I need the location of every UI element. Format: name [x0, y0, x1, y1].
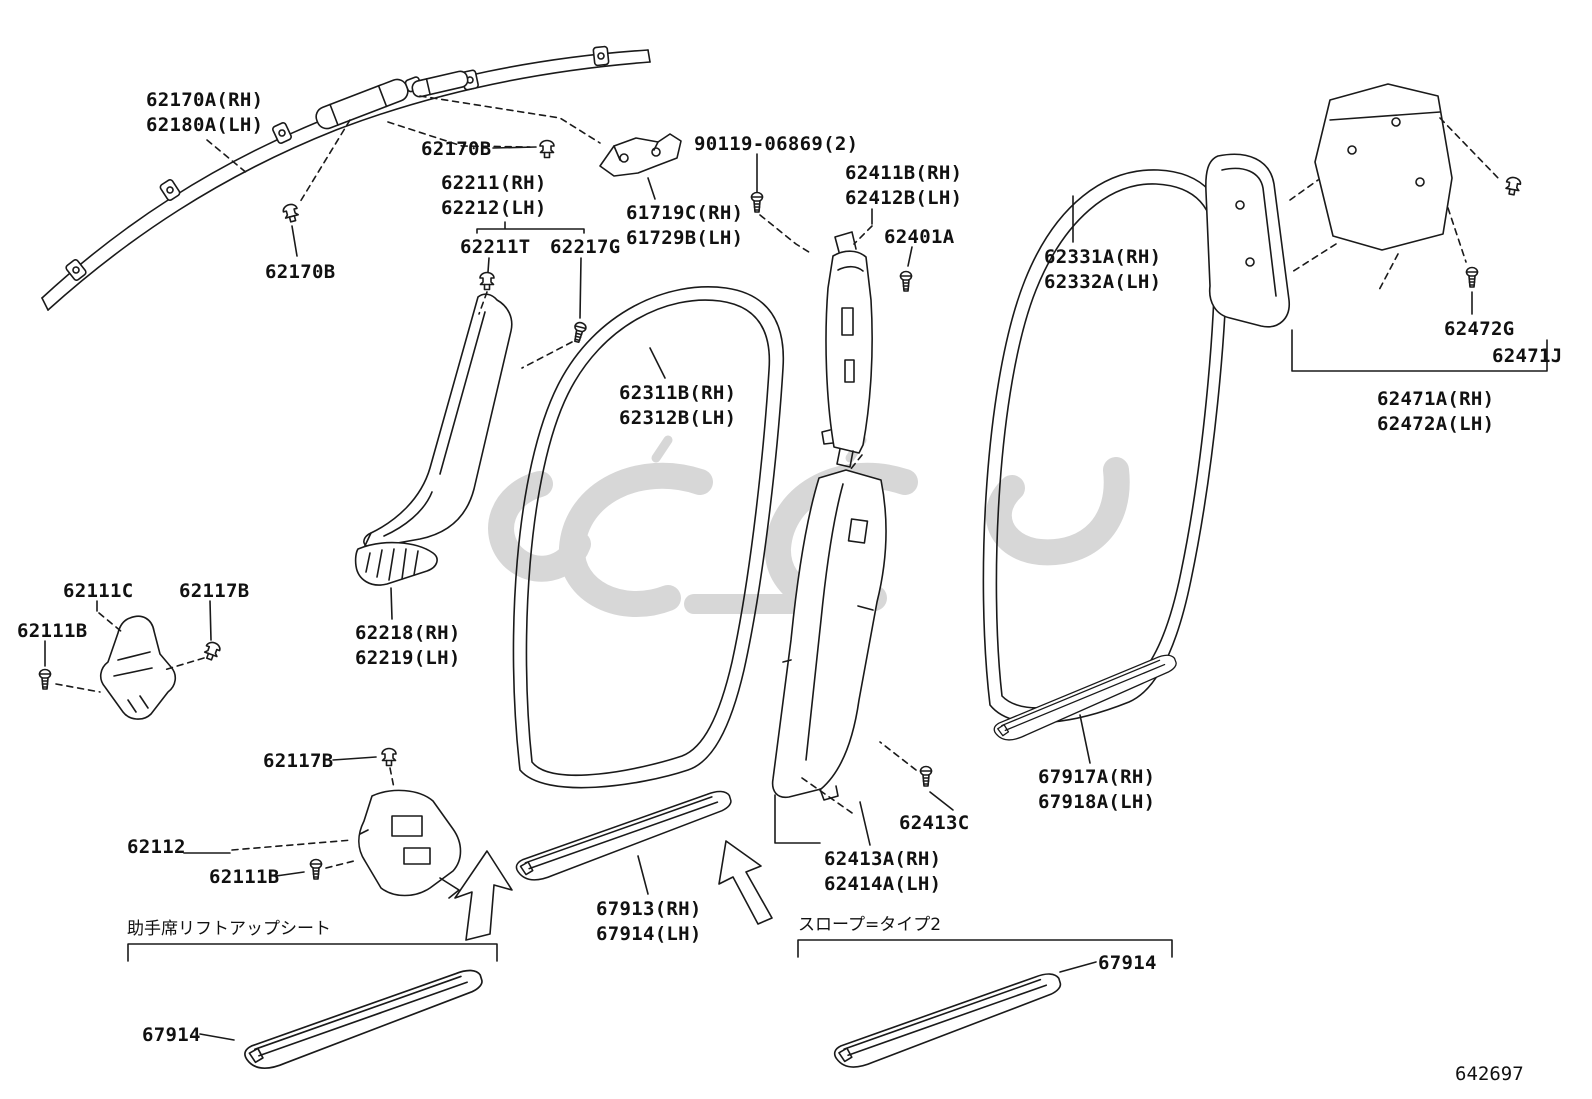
label-62170B-top: 62170B	[421, 138, 492, 160]
label-62111B-lower: 62111B	[209, 866, 280, 888]
label-62311B-62312B: 62311B(RH) 62312B(LH)	[619, 382, 737, 429]
clip-62117B-lower	[381, 747, 397, 767]
grommet-62111B-upper	[38, 668, 52, 690]
label-62471A-62472A: 62471A(RH) 62472A(LH)	[1377, 388, 1495, 435]
label-62170A-62180A: 62170A(RH) 62180A(LH)	[146, 89, 264, 136]
clip-62170B-right	[539, 139, 555, 159]
label-62472G: 62472G	[1444, 318, 1515, 340]
note-slope-type2: スロープ=タイプ2	[798, 915, 942, 935]
label-62112: 62112	[127, 836, 186, 858]
scuff-plate-slope-type	[797, 939, 1173, 1074]
label-62411B-62412B: 62411B(RH) 62412B(LH)	[845, 162, 963, 209]
screw-62413C	[919, 765, 933, 787]
rear-scuff-plate	[989, 651, 1183, 764]
cowl-side-trim-62111C	[44, 600, 212, 720]
cowl-trim-62112	[183, 756, 462, 899]
a-pillar-garnish-lower-62218	[354, 541, 438, 620]
grommet-62111B-lower	[309, 858, 323, 880]
label-62117B-upper: 62117B	[179, 580, 250, 602]
clip-62471J	[1503, 175, 1523, 197]
front-scuff-plate	[511, 787, 738, 895]
label-62211-62212: 62211(RH) 62212(LH)	[441, 172, 547, 219]
label-62401A: 62401A	[884, 226, 955, 248]
a-pillar-garnish	[361, 221, 585, 557]
direction-arrow-front	[454, 850, 513, 941]
label-62218-62219: 62218(RH) 62219(LH)	[355, 622, 461, 669]
label-62471J: 62471J	[1492, 345, 1563, 367]
label-61719C-61729B: 61719C(RH) 61729B(LH)	[626, 202, 744, 249]
grommet-62472G	[1465, 266, 1479, 288]
clip-62211T	[479, 271, 495, 291]
b-pillar-lower-garnish	[771, 469, 954, 846]
label-62413A-62414A: 62413A(RH) 62414A(LH)	[824, 848, 942, 895]
bracket-61719C	[599, 133, 682, 177]
label-62331A-62332A: 62331A(RH) 62332A(LH)	[1044, 246, 1162, 293]
label-67913-67914: 67913(RH) 67914(LH)	[596, 898, 702, 945]
c-pillar-garnish-group	[1205, 83, 1548, 372]
scuff-plate-liftup-seat	[127, 943, 498, 1076]
label-62211T: 62211T	[460, 236, 531, 258]
front-door-opening-trim	[512, 286, 785, 789]
clip-62170B-left	[281, 202, 301, 224]
b-pillar-upper-garnish	[821, 208, 913, 471]
direction-arrow-rear	[718, 840, 773, 925]
screw-90119	[750, 191, 764, 213]
note-liftup-seat: 助手席リフトアップシート	[127, 919, 331, 939]
label-67917A-67918A: 67917A(RH) 67918A(LH)	[1038, 766, 1156, 813]
label-62217G: 62217G	[550, 236, 621, 258]
label-62111C: 62111C	[63, 580, 134, 602]
label-67914-right: 67914	[1098, 952, 1157, 974]
label-90119-06869: 90119-06869(2)	[694, 133, 859, 155]
screw-62217G	[570, 320, 588, 344]
curtain-shield-airbag	[41, 45, 651, 311]
label-67914-bottom: 67914	[142, 1024, 201, 1046]
clip-62401A	[899, 270, 913, 292]
label-62117B-lower: 62117B	[263, 750, 334, 772]
leader-lines-top	[206, 95, 813, 257]
label-62413C: 62413C	[899, 812, 970, 834]
clip-62117B-upper	[201, 639, 223, 663]
figure-code: 642697	[1455, 1063, 1524, 1085]
label-62170B-left: 62170B	[265, 261, 336, 283]
label-62111B-upper: 62111B	[17, 620, 88, 642]
